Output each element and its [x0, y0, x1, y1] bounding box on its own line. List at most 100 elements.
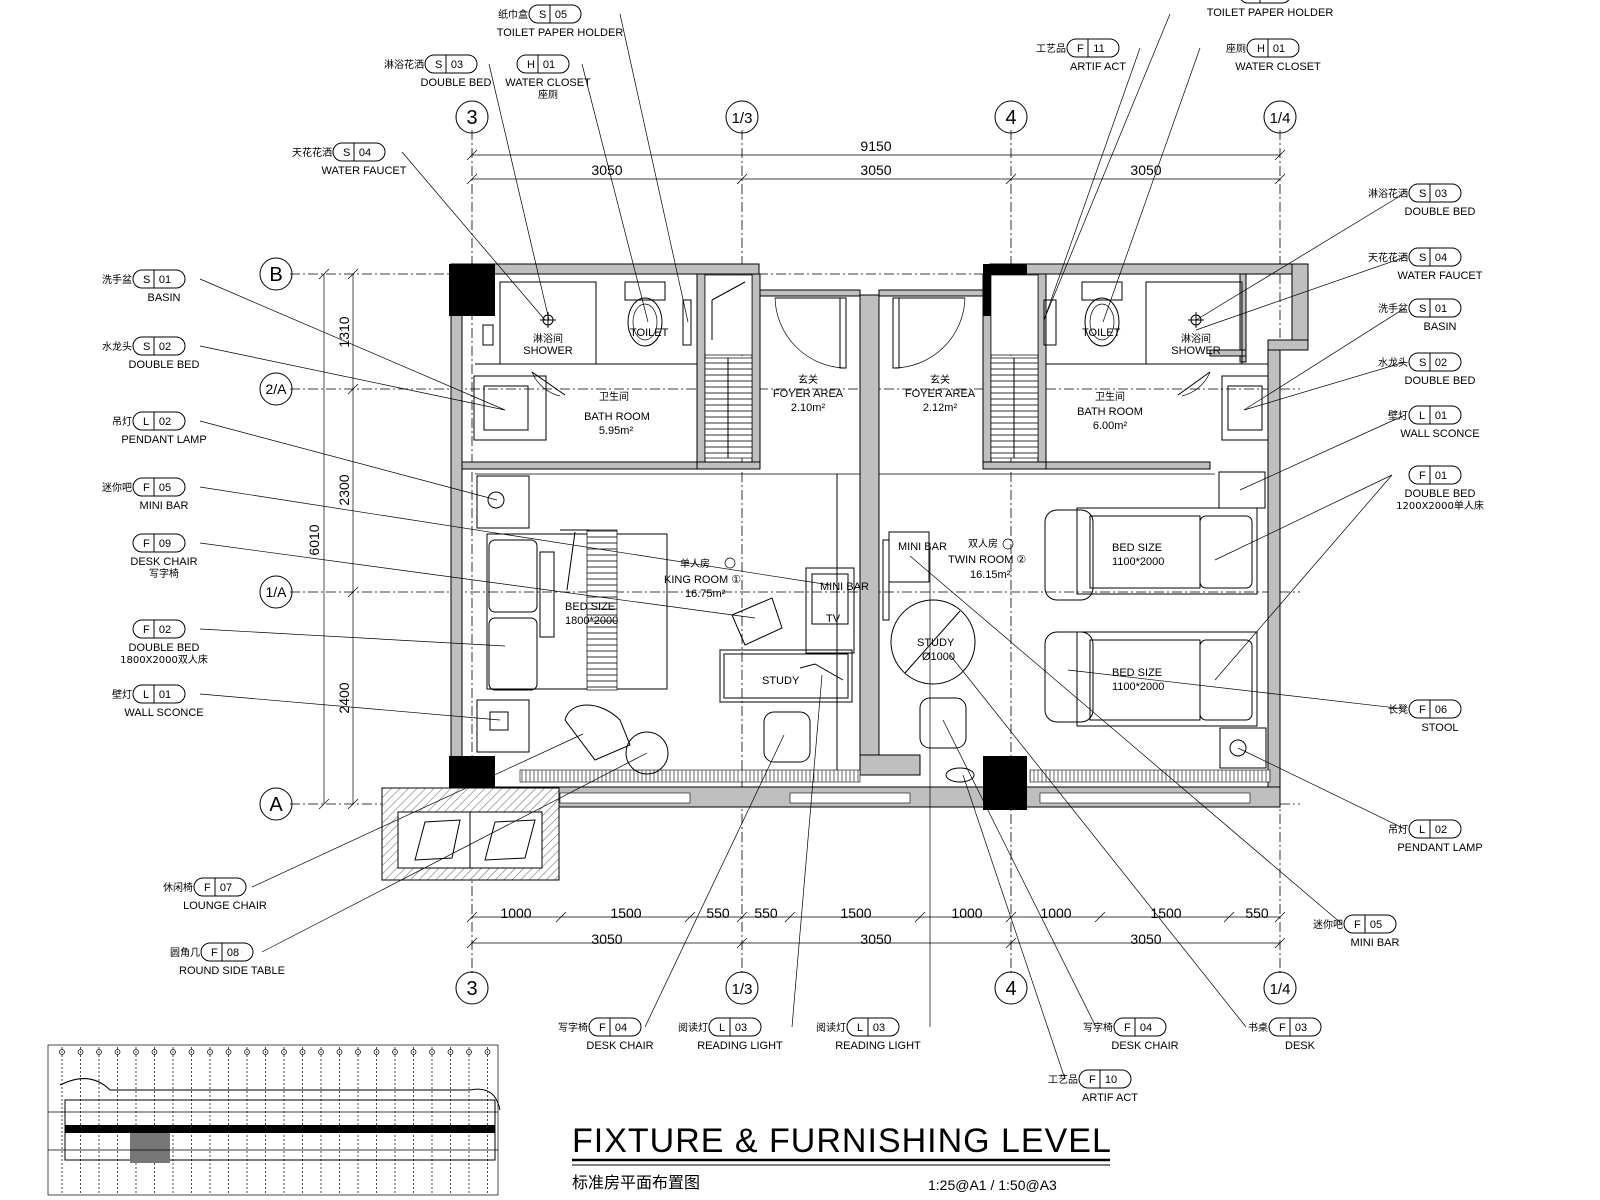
svg-text:BATH ROOM: BATH ROOM [1077, 406, 1143, 418]
svg-text:FOYER AREA: FOYER AREA [905, 388, 976, 400]
svg-text:STUDY: STUDY [762, 675, 800, 687]
tag-cn-label: 纸巾盒 [1208, 0, 1238, 1]
svg-text:2.12m²: 2.12m² [923, 402, 958, 414]
tag-label: WATER FAUCET [1398, 270, 1483, 282]
tag-label: READING LIGHT [697, 1040, 783, 1052]
tag-number: 03 [451, 59, 463, 71]
svg-text:卫生间: 卫生间 [599, 390, 629, 403]
tag-label: BASIN [147, 292, 180, 304]
tag-cn-label: 吊灯 [1388, 824, 1408, 836]
tag-label: DOUBLE BED [1405, 488, 1476, 500]
title-block: FIXTURE & FURNISHING LEVEL 标准房平面布置图 1:25… [572, 1122, 1111, 1193]
svg-text:3050: 3050 [860, 162, 891, 178]
svg-text:4: 4 [1005, 107, 1016, 129]
svg-text:卫生间: 卫生间 [1095, 390, 1125, 403]
tag-cn-label: 休闲椅 [163, 881, 193, 894]
drawing-scale: 1:25@A1 / 1:50@A3 [928, 1177, 1057, 1193]
dimension-top: 9150 3050 3050 3050 [466, 138, 1286, 185]
tag-cn-label: 长凳 [1388, 704, 1408, 716]
tag-code: S [539, 9, 546, 21]
tag-cn-label: 淋浴花洒 [1368, 187, 1408, 200]
tag-cn-label: 写字椅 [1083, 1021, 1113, 1034]
tag-number: 05 [1370, 919, 1382, 931]
tag-code: S [143, 274, 150, 286]
tag-code: L [1419, 824, 1425, 836]
tag-code: F [1419, 704, 1426, 716]
tag-number: 03 [1295, 1022, 1307, 1034]
tag-code: F [211, 947, 218, 959]
tag-number: 02 [159, 341, 171, 353]
tag-cn-label: 迷你吧 [1313, 918, 1343, 931]
tag-label: DOUBLE BED [1405, 206, 1476, 218]
svg-text:MINI BAR: MINI BAR [820, 581, 869, 593]
tag-number: 01 [1273, 43, 1285, 55]
tag-label: DOUBLE BED [129, 642, 200, 654]
tag-label: DOUBLE BED [129, 359, 200, 371]
dimension-left: 6010 1310 2300 2400 [306, 268, 359, 810]
tag-cn-label: 天花花洒 [1368, 251, 1408, 264]
tag-number: 04 [615, 1022, 627, 1034]
tag-code: L [143, 689, 149, 701]
grid-bubble-1-3-bottom: 1/3 [725, 971, 759, 1005]
twin-room: MINI BAR 双人房 TWIN ROOM ② 16.15m² STUDY Ø… [879, 471, 1267, 783]
balcony-planter [381, 787, 560, 881]
tag-label: DESK CHAIR [130, 556, 197, 568]
tag-number: 05 [159, 482, 171, 494]
tag-code: F [1077, 43, 1084, 55]
svg-text:3050: 3050 [1130, 931, 1161, 947]
tag-label: PENDANT LAMP [121, 434, 206, 446]
svg-text:1/4: 1/4 [1270, 981, 1291, 998]
tag-number: 01 [543, 59, 555, 71]
tag-cn-label: 圆角几 [170, 947, 200, 959]
tag-label: DESK CHAIR [586, 1040, 653, 1052]
svg-text:1/3: 1/3 [732, 110, 753, 127]
tag-code: S [343, 147, 350, 159]
tag-label: TOILET PAPER HOLDER [497, 27, 624, 39]
grid-bubble-1-4-top: 1/4 [1263, 100, 1297, 134]
tag-number: 04 [359, 147, 371, 159]
tag-label: DOUBLE BED [1405, 375, 1476, 387]
tag-code: S [1419, 252, 1426, 264]
svg-text:双人房: 双人房 [968, 537, 998, 550]
svg-text:1000: 1000 [1040, 905, 1071, 921]
svg-text:2/A: 2/A [265, 381, 287, 397]
tag-code: S [1419, 188, 1426, 200]
key-plan [47, 1044, 501, 1196]
svg-text:550: 550 [1245, 905, 1269, 921]
svg-text:STUDY: STUDY [917, 637, 955, 649]
tag-code: F [143, 538, 150, 550]
svg-text:1310: 1310 [336, 316, 352, 347]
tag-number: 02 [159, 416, 171, 428]
tag-label: ARTIF ACT [1070, 61, 1126, 73]
tag-cn-label: 水龙头 [1378, 356, 1408, 369]
tag-number: 02 [1435, 357, 1447, 369]
tag-number: 01 [159, 274, 171, 286]
tag-label: LOUNGE CHAIR [183, 900, 267, 912]
tag-number: 04 [1435, 252, 1447, 264]
svg-text:玄关: 玄关 [930, 373, 950, 386]
tag-label: STOOL [1421, 722, 1458, 734]
svg-text:1500: 1500 [610, 905, 641, 921]
tag-number: 10 [1105, 1074, 1117, 1086]
tag-number: 01 [1435, 410, 1447, 422]
tag-label: ARTIF ACT [1082, 1092, 1138, 1104]
svg-text:TOILET: TOILET [1082, 327, 1121, 339]
svg-text:1100*2000: 1100*2000 [1112, 556, 1164, 568]
tag-number: 01 [1435, 470, 1447, 482]
tag-label: WALL SCONCE [124, 707, 203, 719]
foyer-right: 玄关 FOYER AREA 2.12m² [892, 297, 976, 414]
svg-text:A: A [269, 794, 283, 816]
tag-code: S [1419, 303, 1426, 315]
leader-lines [199, 13, 1406, 1080]
tag-code: F [143, 482, 150, 494]
